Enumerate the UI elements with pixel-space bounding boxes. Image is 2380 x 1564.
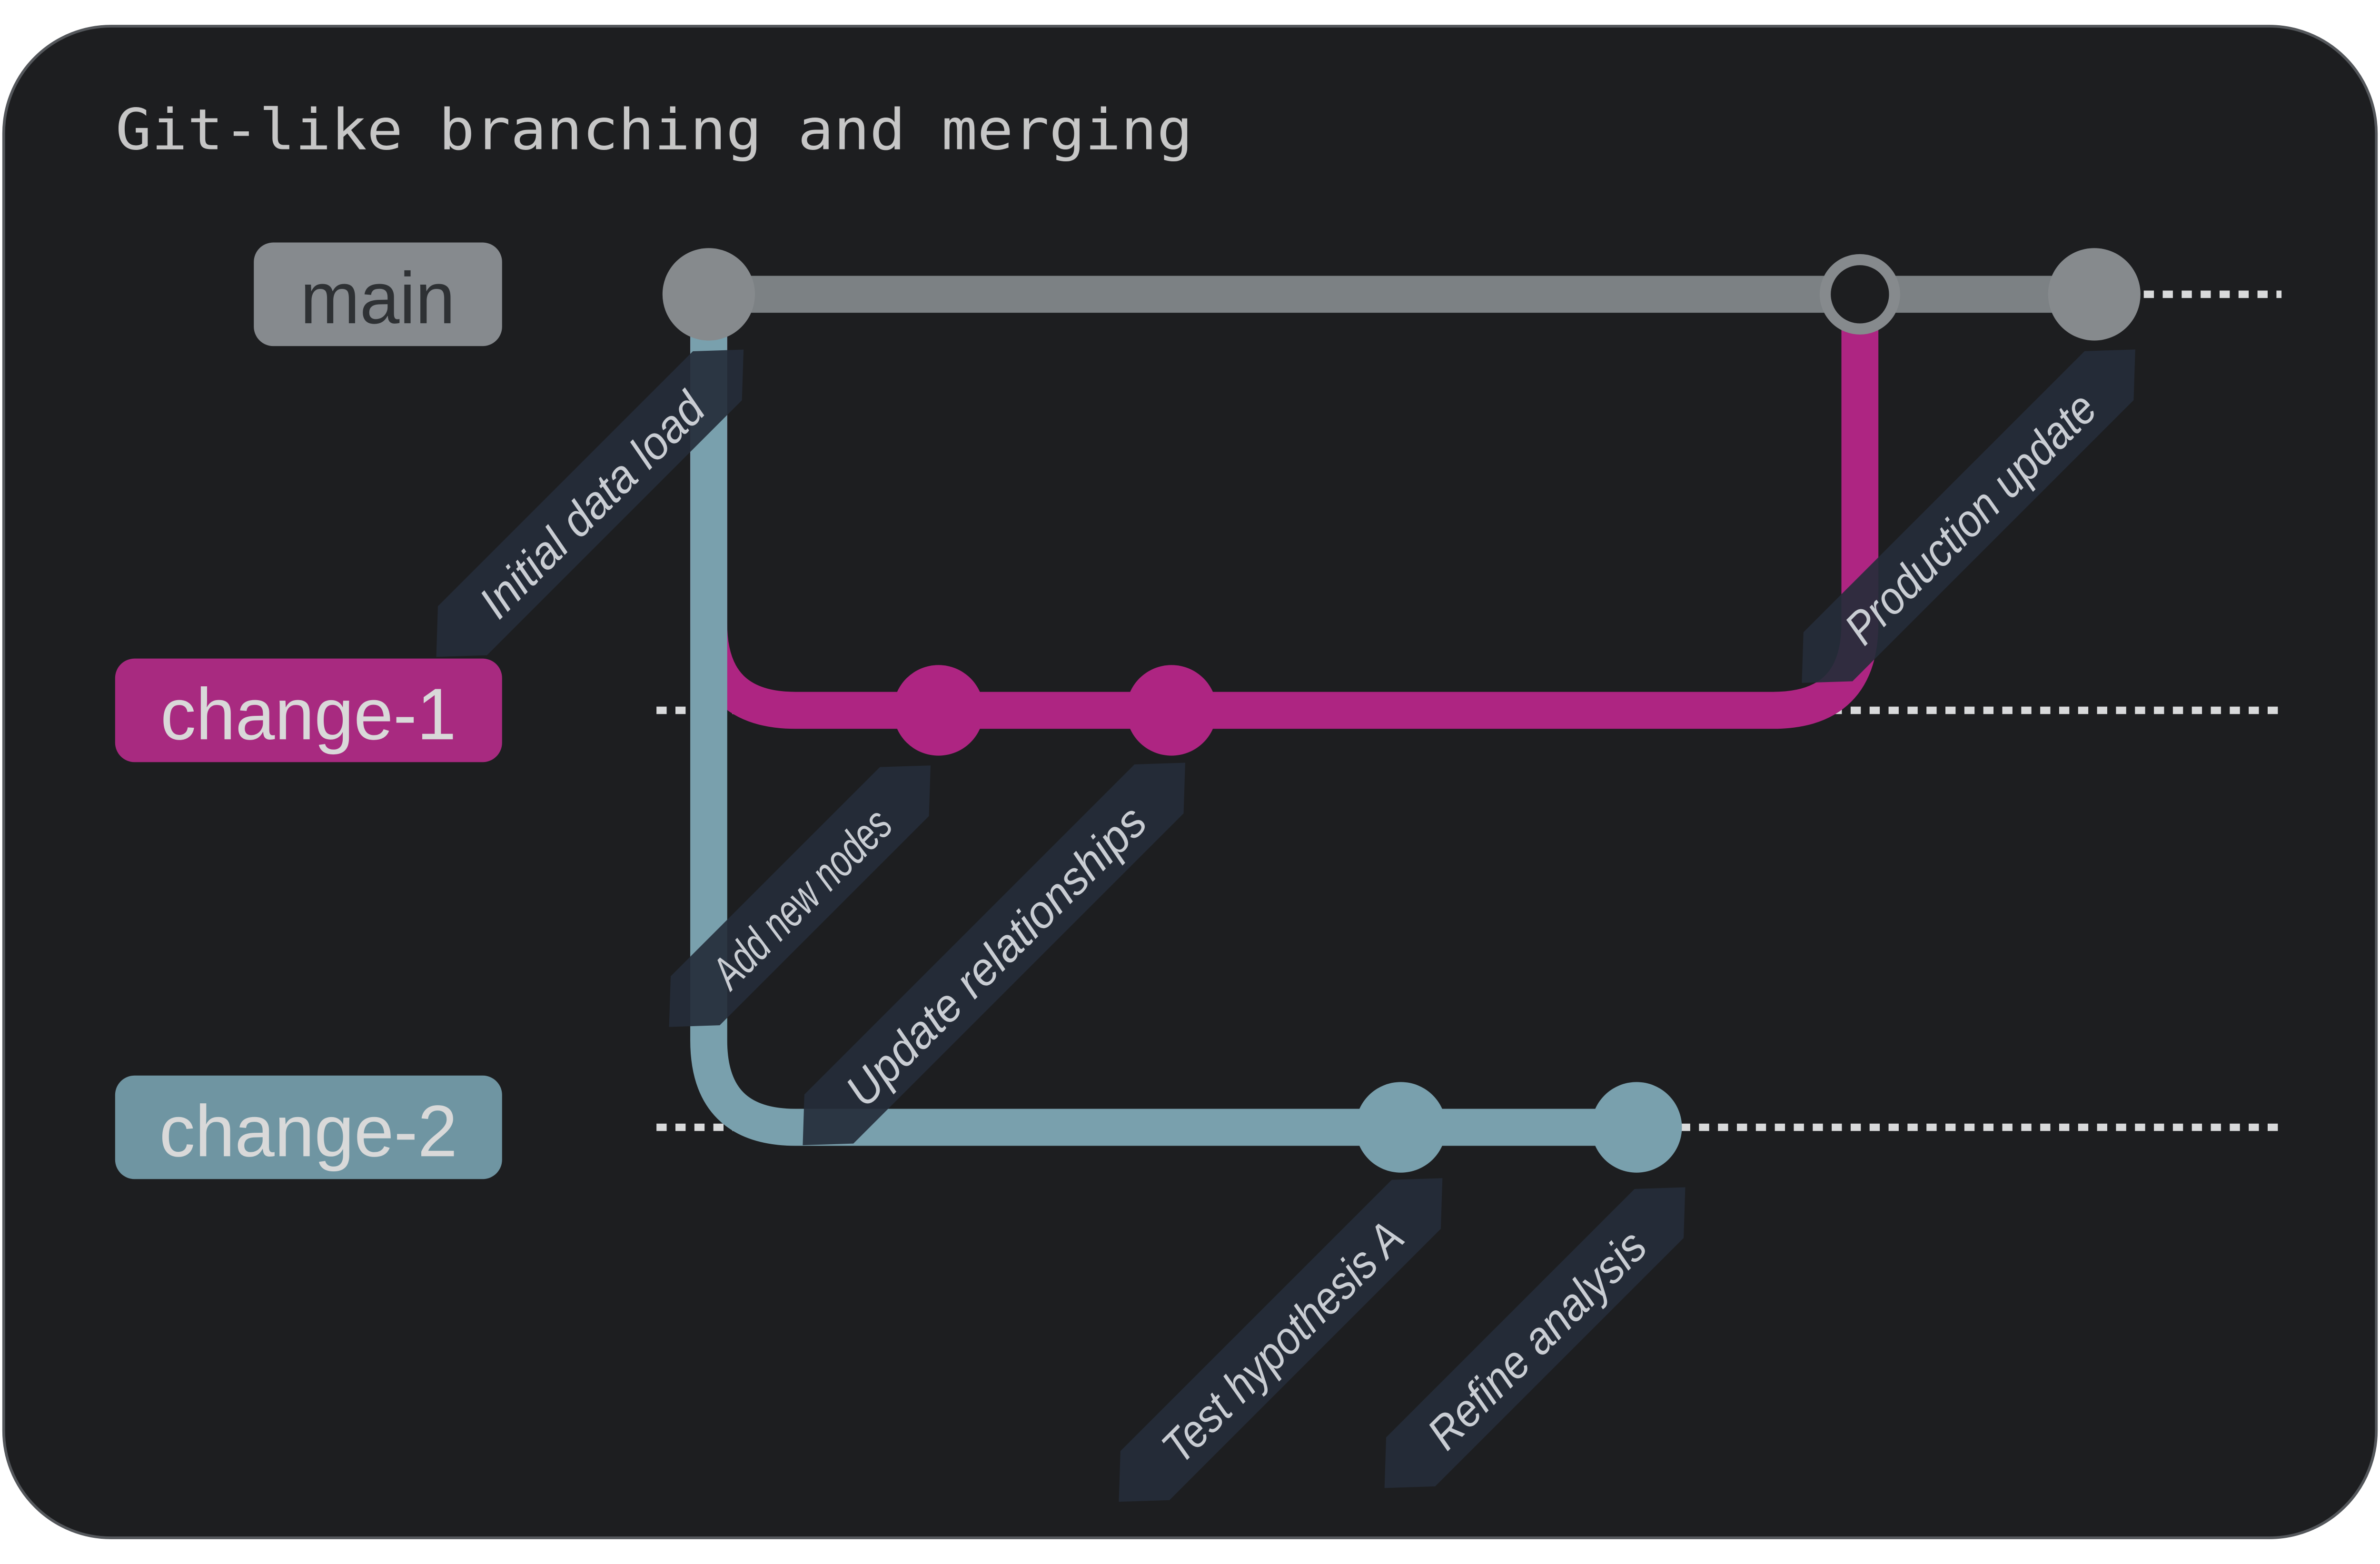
branch-badge-change-2-label: change-2 bbox=[159, 1090, 457, 1172]
commit-label-band bbox=[1384, 1187, 1686, 1488]
commit-label-band bbox=[436, 349, 744, 657]
commit-nodes bbox=[662, 248, 2141, 1173]
change-2-commit-node-2 bbox=[1591, 1082, 1682, 1173]
change-2-commit-node-1 bbox=[1355, 1082, 1447, 1173]
commit-label-band bbox=[803, 762, 1185, 1146]
branch-badge-main-bg bbox=[254, 242, 502, 346]
branch-badge-change-2: change-2 bbox=[115, 1075, 502, 1179]
branch-badge-change-1: change-1 bbox=[115, 658, 502, 762]
main-production-commit-node bbox=[2048, 248, 2141, 341]
merge-commit-ring-node bbox=[1819, 254, 1900, 335]
branch-badge-change-1-label: change-1 bbox=[160, 673, 456, 755]
branch-badge-main: main bbox=[254, 242, 502, 346]
commit-label-band bbox=[669, 765, 931, 1027]
main-initial-commit-node bbox=[662, 248, 755, 341]
branch-badge-main-label: main bbox=[300, 257, 455, 339]
change-1-commit-node-1 bbox=[893, 665, 984, 756]
change-1-commit-node-2 bbox=[1126, 665, 1217, 756]
branch-badge-change-1-bg bbox=[115, 658, 502, 762]
commit-label-band bbox=[1119, 1178, 1443, 1502]
commit-label-band bbox=[1802, 349, 2135, 683]
change-2-branch-line bbox=[690, 294, 1637, 1146]
branch-badge-change-2-bg bbox=[115, 1075, 502, 1179]
diagram-title: Git-like branching and merging bbox=[116, 97, 1193, 162]
canvas-background bbox=[2, 25, 2378, 1539]
branch-badges: main change-1 change-2 bbox=[115, 242, 502, 1179]
